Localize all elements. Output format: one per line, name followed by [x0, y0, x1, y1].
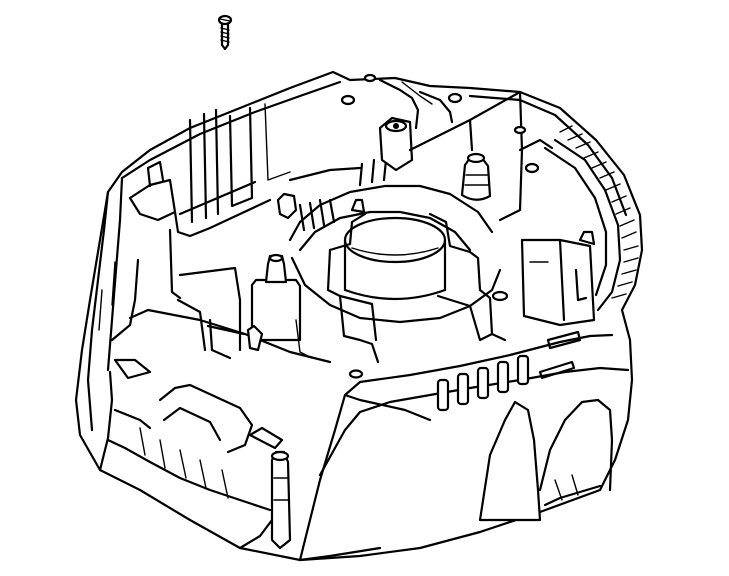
- screw-icon: [217, 14, 233, 51]
- front-arch-opening: [478, 400, 542, 522]
- vent-slots: [436, 330, 582, 412]
- right-inner-block: [520, 238, 596, 327]
- screw-post-top: [378, 116, 414, 172]
- screw-post-right: [460, 152, 492, 201]
- base-housing-icon: [74, 70, 644, 562]
- rim-ribs: [543, 125, 639, 312]
